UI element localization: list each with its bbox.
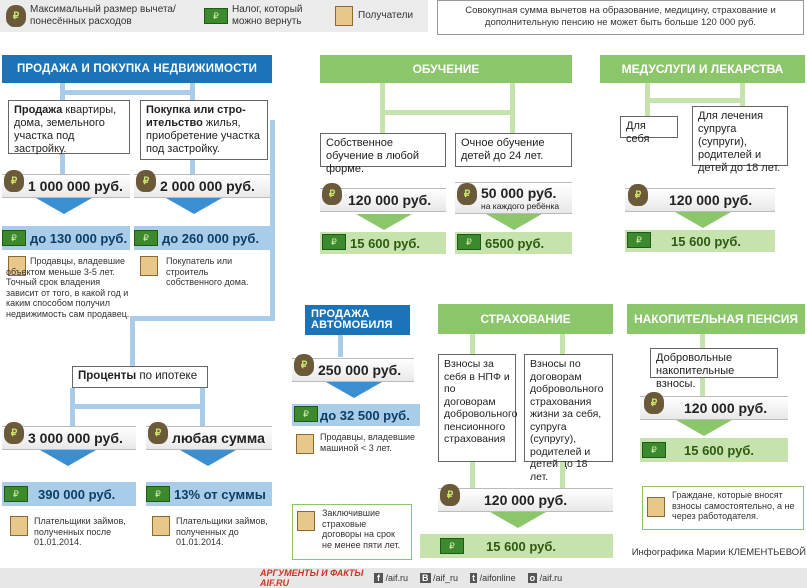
footer-vk-label: /aif_ru xyxy=(433,573,459,583)
sale-bold: Продажа xyxy=(14,104,63,116)
sale-recipients: Продавцы, владевшие объектом меньше 3-5 … xyxy=(6,256,130,319)
insurance-recipients-box: Заключившие страховые договоры на срок н… xyxy=(292,504,412,560)
money-icon: ₽ xyxy=(294,406,318,422)
insurance-amount: 120 000 руб. xyxy=(438,488,613,512)
education-header: ОБУЧЕНИЕ xyxy=(320,55,572,83)
arrow-down-icon xyxy=(486,214,542,230)
person-icon xyxy=(335,6,353,26)
credit-line: Инфографика Марии КЛЕМЕНТЬЕВОЙ xyxy=(631,547,806,558)
footer-vk[interactable]: B /aif_ru xyxy=(420,573,459,583)
arrow-down-icon xyxy=(675,212,731,228)
arrow-down-icon xyxy=(326,382,382,398)
education-children-box: Очное обучение детей до 24 лет. xyxy=(455,133,572,167)
money-bag-icon: ₽ xyxy=(6,5,26,27)
footer: АРГУМЕНТЫ И ФАКТЫ AIF.RU f /aif.ru B /ai… xyxy=(0,568,807,588)
money-bag-icon: ₽ xyxy=(136,170,156,192)
medical-header: МЕДУСЛУГИ И ЛЕКАРСТВА xyxy=(600,55,805,83)
pension-recipients-box: Граждане, которые вносят взносы самостоя… xyxy=(642,486,804,530)
money-bag-icon: ₽ xyxy=(4,170,24,192)
footer-fb[interactable]: f /aif.ru xyxy=(374,573,408,583)
car-recipients: Продавцы, владевшие машиной < 3 лет. xyxy=(320,432,416,453)
medical-family-box: Для лечения супруга (супруги), родителей… xyxy=(692,106,788,174)
legend-refund-label: Налог, который можно вернуть xyxy=(232,4,303,27)
footer-tw[interactable]: t /aifonline xyxy=(470,573,516,583)
insurance-life-box: Взносы по договорам добровольного страхо… xyxy=(524,354,613,483)
money-icon: ₽ xyxy=(627,232,651,248)
education-children-amount: 50 000 руб. xyxy=(481,185,557,201)
money-icon: ₽ xyxy=(146,486,170,502)
money-bag-icon: ₽ xyxy=(644,392,664,414)
realty-sale-box: Продажа квартиры, дома, земельного участ… xyxy=(8,100,130,155)
money-icon: ₽ xyxy=(134,230,158,246)
footer-tw-label: /aifonline xyxy=(479,573,516,583)
money-bag-icon: ₽ xyxy=(148,422,168,444)
insurance-recipients: Заключившие страховые договоры на срок н… xyxy=(322,508,401,550)
arrow-down-icon xyxy=(676,420,732,436)
education-children-refund: 6500 руб. xyxy=(455,232,572,254)
insurance-npf-box: Взносы за себя в НПФ и по договорам добр… xyxy=(438,354,517,462)
mortgage-text: по ипотеке xyxy=(139,370,198,382)
mortgage-bold: Проценты xyxy=(78,370,137,382)
money-icon: ₽ xyxy=(204,8,228,24)
money-icon: ₽ xyxy=(322,234,346,250)
mortgage2-amount: любая сумма xyxy=(146,426,272,450)
footer-fb-label: /aif.ru xyxy=(385,573,409,583)
total-limit-note: Совокупная сумма вычетов на образование,… xyxy=(437,0,804,35)
legend-recipients-label: Получатели xyxy=(358,10,414,21)
buy-bold: Покупка или стро- ительство xyxy=(146,104,246,129)
money-icon: ₽ xyxy=(440,538,464,554)
money-bag-icon: ₽ xyxy=(294,354,314,376)
footer-ok-label: /aif.ru xyxy=(539,573,563,583)
money-bag-icon: ₽ xyxy=(322,183,342,205)
arrow-down-icon xyxy=(166,198,222,214)
arrow-down-icon xyxy=(40,450,96,466)
money-bag-icon: ₽ xyxy=(628,184,648,206)
person-icon xyxy=(152,516,170,536)
money-icon: ₽ xyxy=(642,442,666,458)
money-bag-icon: ₽ xyxy=(457,183,477,205)
education-own-refund: 15 600 руб. xyxy=(320,232,446,254)
money-bag-icon: ₽ xyxy=(440,484,460,506)
mortgage1-amount: 3 000 000 руб. xyxy=(2,426,136,450)
arrow-down-icon xyxy=(36,198,92,214)
realty-buy-box: Покупка или стро- ительство жилья, приоб… xyxy=(140,100,268,160)
car-refund: до 32 500 руб. xyxy=(292,404,420,426)
realty-header: ПРОДАЖА И ПОКУПКА НЕДВИЖИМОСТИ xyxy=(2,55,272,83)
person-icon xyxy=(140,256,158,276)
arrow-down-icon xyxy=(490,512,546,528)
mortgage2-recipients: Плательщики займов, полученных до 01.01.… xyxy=(176,516,268,547)
person-icon xyxy=(647,497,665,517)
money-icon: ₽ xyxy=(4,486,28,502)
medical-refund: 15 600 руб. xyxy=(625,230,775,252)
mortgage1-recipients: Плательщики займов, полученных после 01.… xyxy=(34,516,126,547)
buy-text: жилья, приобретение участка под застройк… xyxy=(146,117,260,155)
person-icon xyxy=(10,516,28,536)
education-children-sub: на каждого ребёнка xyxy=(481,201,560,211)
buy-amount: 2 000 000 руб. xyxy=(134,174,272,198)
money-icon: ₽ xyxy=(457,234,481,250)
money-bag-icon: ₽ xyxy=(4,422,24,444)
mortgage-box: Проценты по ипотеке xyxy=(72,366,208,388)
car-header: ПРОДАЖА АВТОМОБИЛЯ xyxy=(305,305,410,335)
person-icon xyxy=(296,434,314,454)
money-icon: ₽ xyxy=(2,230,26,246)
pension-amount: 120 000 руб. xyxy=(640,396,788,420)
medical-self-box: Для себя xyxy=(620,116,678,145)
education-own-box: Собственное обучение в любой форме. xyxy=(320,133,446,175)
arrow-down-icon xyxy=(356,214,412,230)
arrow-down-icon xyxy=(180,450,236,466)
footer-ok[interactable]: o /aif.ru xyxy=(527,573,563,583)
person-icon xyxy=(297,511,315,531)
medical-amount: 120 000 руб. xyxy=(625,188,775,212)
legend-max-label: Максимальный размер вычета/ понесённых р… xyxy=(30,4,176,27)
sale-text: квартиры, дома, земельного участка под з… xyxy=(14,104,117,155)
person-icon xyxy=(8,256,26,276)
insurance-header: СТРАХОВАНИЕ xyxy=(438,304,613,334)
footer-brand: АРГУМЕНТЫ И ФАКТЫ AIF.RU xyxy=(260,568,364,588)
legend: ₽ Максимальный размер вычета/ понесённых… xyxy=(0,0,428,32)
pension-recipients: Граждане, которые вносят взносы самостоя… xyxy=(672,490,795,521)
pension-header: НАКОПИТЕЛЬНАЯ ПЕНСИЯ xyxy=(627,304,805,334)
pension-text-box: Добровольные накопительные взносы. xyxy=(650,348,778,390)
buy-recipients: Покупатель или строитель собственного до… xyxy=(166,256,249,287)
